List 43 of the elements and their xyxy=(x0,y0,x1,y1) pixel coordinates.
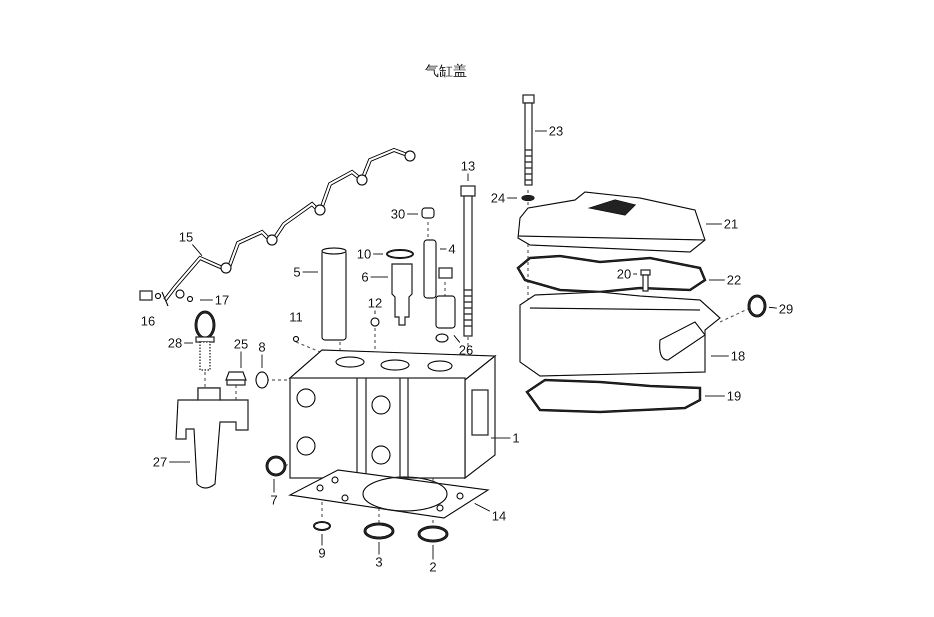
callout-number: 26 xyxy=(458,344,474,356)
leader-line xyxy=(474,502,490,512)
callout-number: 27 xyxy=(152,456,168,468)
callout-number: 6 xyxy=(361,270,369,284)
callout-number: 13 xyxy=(460,160,476,172)
leader-line xyxy=(534,130,548,132)
callout-number: 11 xyxy=(289,310,303,324)
callout-number: 3 xyxy=(375,556,383,568)
callout-number: 12 xyxy=(368,296,382,310)
callout-number: 30 xyxy=(390,208,406,220)
leader-line xyxy=(370,276,388,278)
leader-line xyxy=(192,244,202,256)
callout-number: 20 xyxy=(616,268,632,280)
leader-line xyxy=(768,306,778,309)
callout-number: 19 xyxy=(726,390,742,402)
callout-number: 28 xyxy=(168,336,182,350)
callout-number: 2 xyxy=(429,560,437,574)
leader-line xyxy=(440,248,447,250)
callout-number: 16 xyxy=(140,314,156,328)
callout-number: 4 xyxy=(448,242,456,256)
callout-number: 1 xyxy=(512,432,520,444)
callout-number: 7 xyxy=(270,494,278,506)
callout-number: 17 xyxy=(214,294,230,306)
callout-number: 29 xyxy=(778,302,794,316)
callout-number: 8 xyxy=(258,340,266,354)
leader-line xyxy=(374,310,376,314)
callout-number: 21 xyxy=(724,218,738,230)
callout-number: 15 xyxy=(178,230,194,244)
callout-number: 10 xyxy=(356,248,372,260)
diagram-title: 气缸盖 xyxy=(425,64,467,80)
callout-number: 25 xyxy=(234,338,248,350)
leader-line xyxy=(240,351,242,368)
callout-number: 22 xyxy=(726,274,742,286)
leader-line xyxy=(432,544,434,560)
callout-number: 5 xyxy=(293,266,301,278)
callout-number: 24 xyxy=(490,192,506,204)
callout-number: 9 xyxy=(318,546,326,560)
callout-number: 14 xyxy=(492,510,506,522)
callout-number: 18 xyxy=(730,350,746,362)
leader-line xyxy=(453,334,460,343)
callout-number: 23 xyxy=(548,124,564,138)
leader-line xyxy=(184,342,194,344)
leader-line xyxy=(378,542,380,555)
